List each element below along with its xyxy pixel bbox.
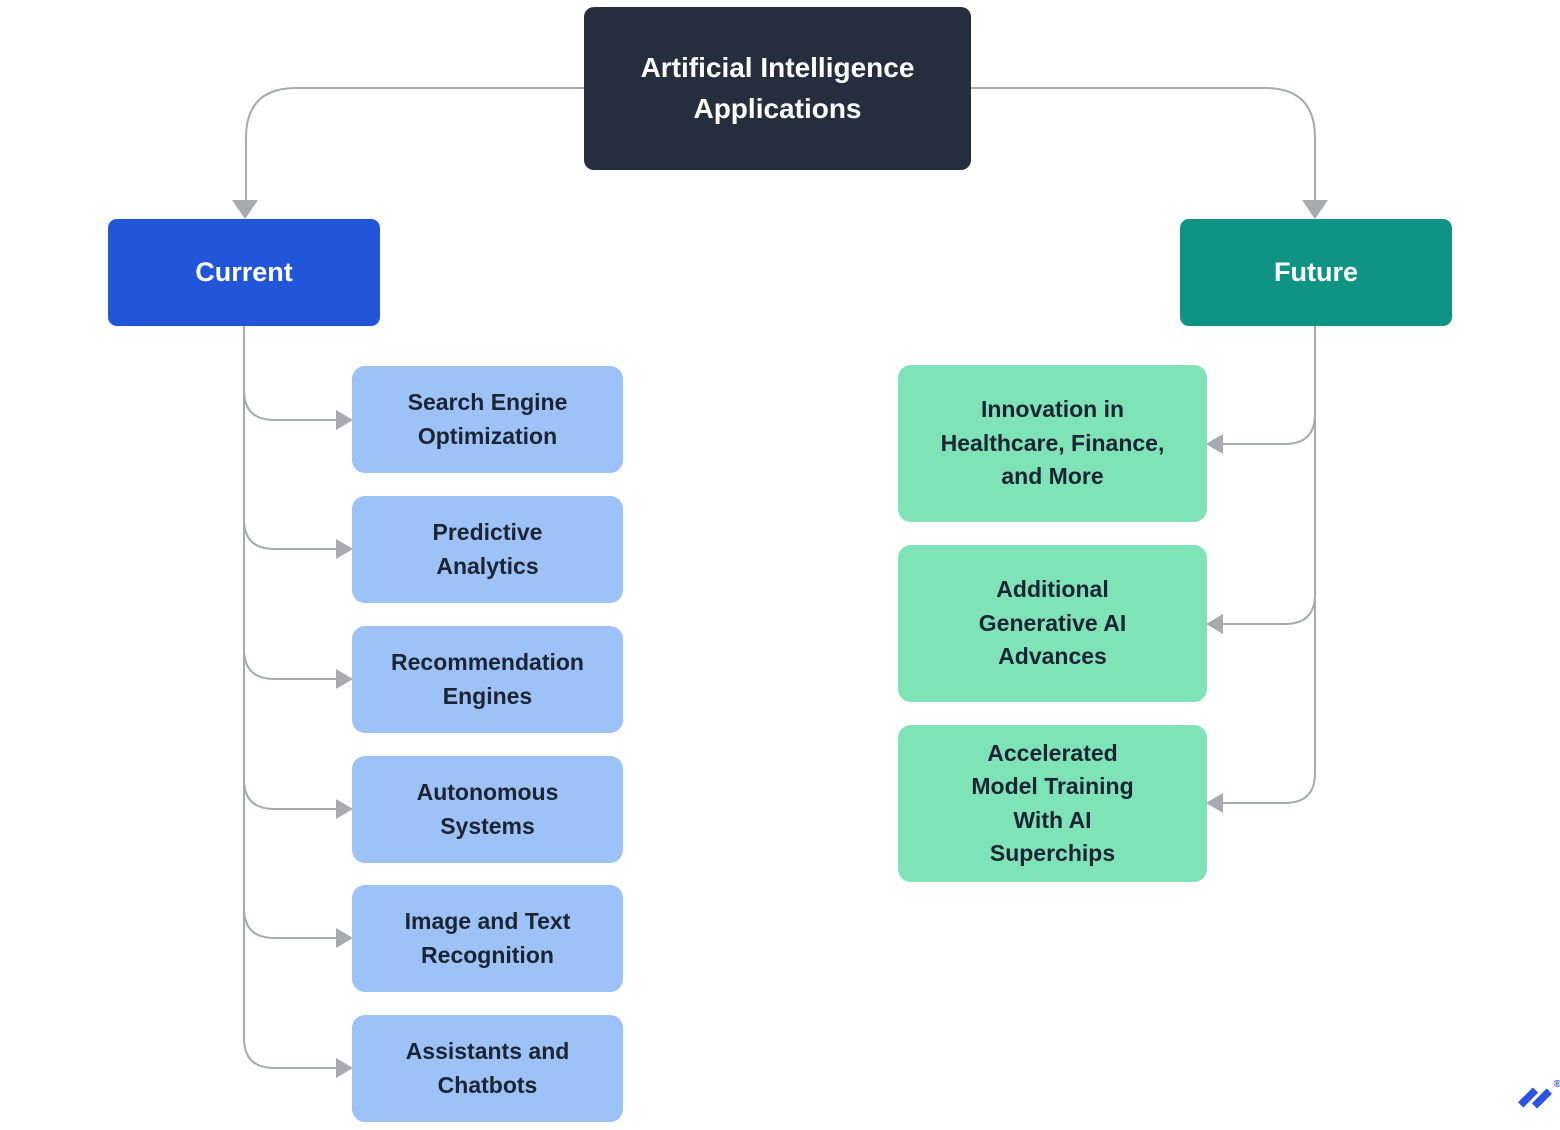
arrow-right-icon [336,1058,353,1078]
connector-current-branch [243,389,336,421]
child-node-image-text-recognition: Image and Text Recognition [352,885,623,992]
child-node-label: Accelerated Model Training With AI Super… [971,739,1134,866]
branch-current-label: Current [195,257,293,287]
connector-future-branch [1223,413,1316,445]
toptal-logo-icon [1518,1087,1552,1109]
arrow-right-icon [336,669,353,689]
branch-node-future: Future [1180,219,1452,326]
child-node-predictive-analytics: Predictive Analytics [352,496,623,603]
child-node-label: Image and Text Recognition [404,908,571,968]
connector-current-trunk [243,326,336,1069]
child-node-label: Additional Generative AI Advances [978,576,1127,670]
child-node-assistants-chatbots: Assistants and Chatbots [352,1015,623,1122]
connector-paths [243,87,1316,1069]
child-node-search-engine-optimization: Search Engine Optimization [352,366,623,473]
arrow-down-icon [1302,200,1328,219]
arrow-right-icon [336,410,353,430]
connector-current-branch [243,907,336,939]
arrowheads [232,200,1328,1078]
child-node-label: Innovation in Healthcare, Finance, and M… [940,396,1165,490]
child-node-label: Assistants and Chatbots [405,1038,570,1098]
arrow-left-icon [1206,434,1223,454]
child-node-recommendation-engines: Recommendation Engines [352,626,623,733]
root-node: Artificial Intelligence Applications [584,7,971,170]
connector-future-branch [1223,593,1316,625]
child-node-label: Recommendation Engines [391,649,584,709]
toptal-logo: ® [1518,1079,1560,1121]
connector-future-trunk [1223,326,1316,804]
child-node-innovation-healthcare-finance: Innovation in Healthcare, Finance, and M… [898,365,1207,522]
connector-root-future [971,87,1316,200]
child-node-accelerated-model-training: Accelerated Model Training With AI Super… [898,725,1207,882]
branch-node-current: Current [108,219,380,326]
child-node-label: Search Engine Optimization [407,389,568,449]
registered-mark: ® [1553,1079,1560,1090]
child-node-autonomous-systems: Autonomous Systems [352,756,623,863]
branch-future-label: Future [1274,257,1358,287]
arrow-right-icon [336,928,353,948]
child-node-label: Autonomous Systems [416,779,559,839]
connector-current-branch [243,648,336,680]
connector-current-branch [243,778,336,810]
arrow-right-icon [336,799,353,819]
arrow-left-icon [1206,614,1223,634]
arrow-right-icon [336,539,353,559]
root-node-label: Artificial Intelligence Applications [640,51,915,124]
child-node-label: Predictive Analytics [432,519,543,579]
arrow-left-icon [1206,793,1223,813]
arrow-down-icon [232,200,258,219]
connector-root-current [245,87,584,200]
connector-current-branch [243,518,336,550]
child-node-generative-ai-advances: Additional Generative AI Advances [898,545,1207,702]
